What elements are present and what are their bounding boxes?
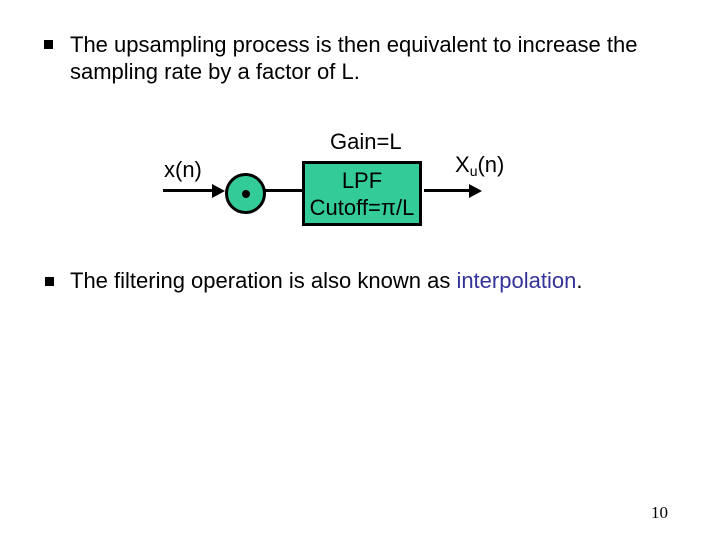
bullet-filtering-before: The filtering operation is also known as bbox=[70, 268, 457, 293]
bullet-square-icon bbox=[45, 277, 54, 286]
upsampler-dot-icon bbox=[241, 189, 250, 198]
output-arrow-line bbox=[424, 189, 470, 192]
input-signal-label: x(n) bbox=[164, 157, 202, 182]
gain-label: Gain=L bbox=[330, 129, 402, 154]
output-signal-base: X bbox=[455, 152, 470, 177]
bullet-upsampling-line1: The upsampling process is then equivalen… bbox=[70, 32, 638, 57]
input-arrow-line bbox=[163, 189, 213, 192]
bullet-filtering-text: The filtering operation is also known as… bbox=[70, 267, 582, 294]
output-signal-rest: (n) bbox=[477, 152, 505, 177]
lpf-cutoff-label: Cutoff=π/L bbox=[309, 195, 415, 220]
bullet-upsampling-line2: sampling rate by a factor of L. bbox=[70, 59, 360, 84]
page-number: 10 bbox=[651, 503, 668, 522]
lpf-block: LPF Cutoff=π/L bbox=[302, 161, 422, 226]
output-signal-label: Xu(n) bbox=[455, 151, 504, 181]
output-signal-subscript: u bbox=[469, 163, 478, 179]
bullet-upsampling-text: The upsampling process is then equivalen… bbox=[70, 31, 637, 85]
bullet-filtering-after: . bbox=[576, 268, 583, 293]
interpolation-term: interpolation bbox=[456, 268, 577, 293]
input-arrowhead-icon bbox=[212, 184, 225, 198]
output-arrowhead-icon bbox=[469, 184, 482, 198]
bullet-square-icon bbox=[44, 40, 53, 49]
upsampler-circle-icon bbox=[225, 173, 266, 214]
lpf-block-label: LPF bbox=[341, 168, 383, 193]
connector-line bbox=[265, 189, 303, 192]
